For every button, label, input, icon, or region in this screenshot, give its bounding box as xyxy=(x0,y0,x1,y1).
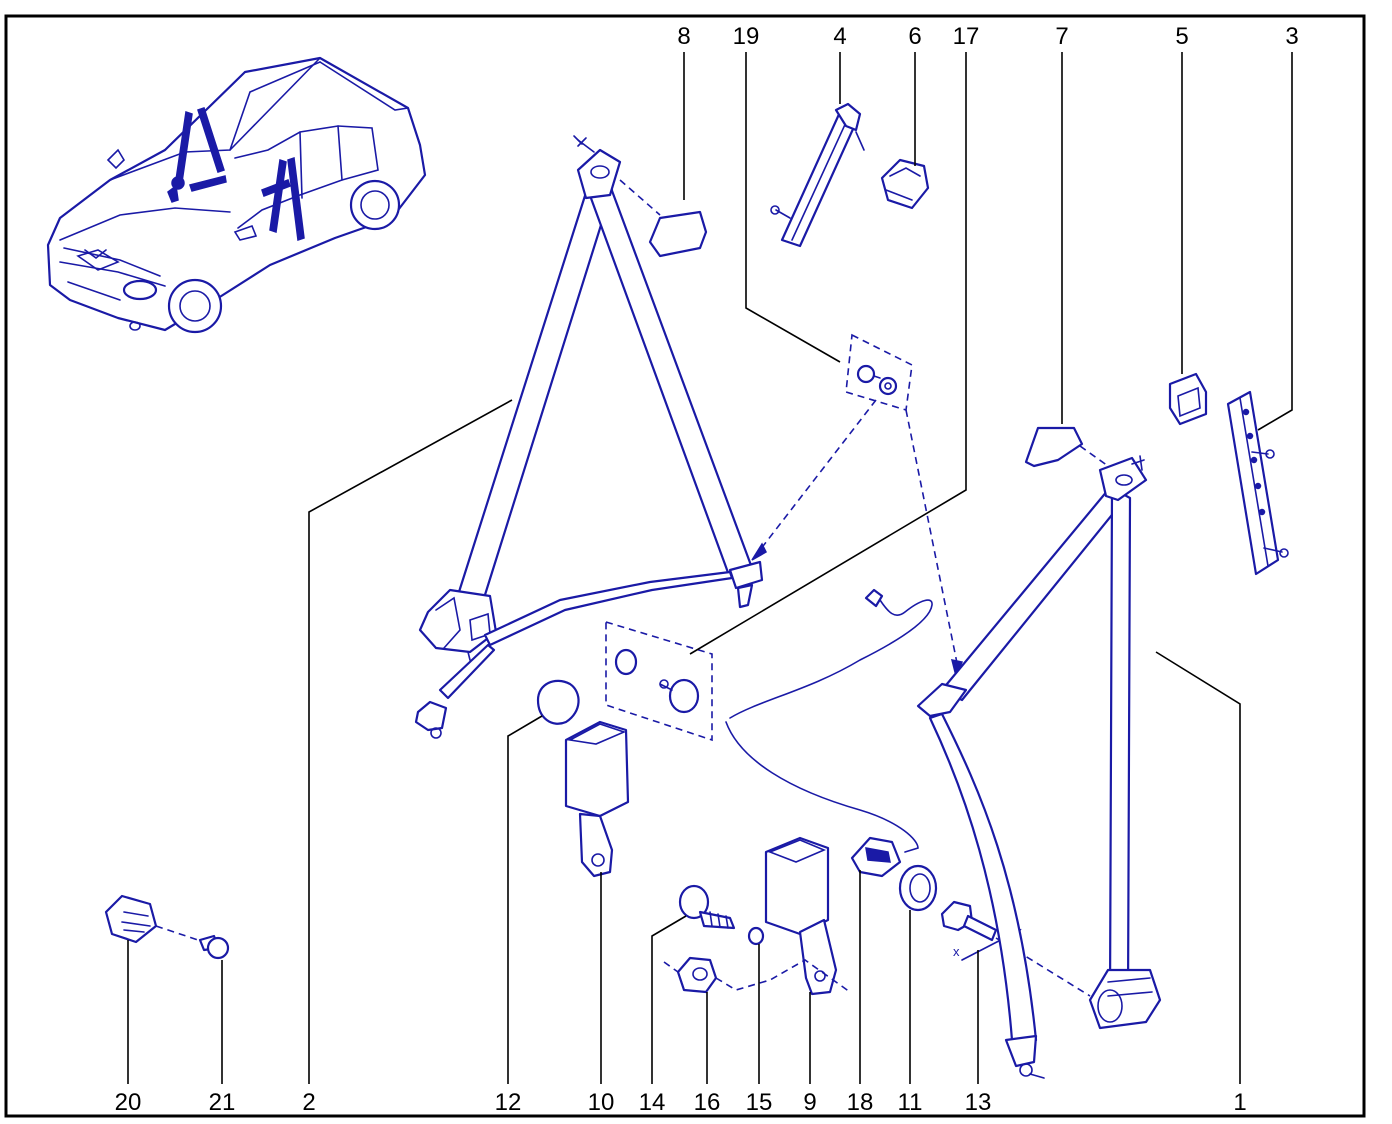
leader-dash-21 xyxy=(155,925,205,943)
spacer-nut xyxy=(676,956,718,994)
front-seatbelt-right xyxy=(916,455,1162,1079)
part-number-14: 14 xyxy=(639,1089,666,1116)
part-number-15: 15 xyxy=(746,1089,773,1116)
leader-dash-7 xyxy=(1079,445,1109,467)
part-number-12: 12 xyxy=(495,1089,522,1116)
trim-grommet xyxy=(898,864,938,912)
part-number-2: 2 xyxy=(302,1089,315,1116)
part-number-5: 5 xyxy=(1175,23,1188,50)
pretensioner-cable xyxy=(725,588,933,853)
adjuster-knob-cap xyxy=(880,158,930,210)
plug-retainer-clip xyxy=(198,934,230,960)
part-number-9: 9 xyxy=(803,1089,816,1116)
part-number-16: 16 xyxy=(694,1089,721,1116)
part-number-21: 21 xyxy=(209,1089,236,1116)
adjuster-cap-rear xyxy=(1168,372,1208,426)
height-adjuster-rail-rear xyxy=(1226,390,1289,576)
dimension-x-label: x xyxy=(953,944,960,959)
upper-anchor-cover-rear xyxy=(1024,426,1084,468)
part-number-13: 13 xyxy=(965,1089,992,1116)
part-number-20: 20 xyxy=(115,1089,142,1116)
seat-connector-plug xyxy=(104,894,158,944)
buckle-front-left xyxy=(564,720,630,878)
part-number-6: 6 xyxy=(908,23,921,50)
part-number-17: 17 xyxy=(953,23,980,50)
front-seatbelt-left xyxy=(414,135,764,739)
part-number-19: 19 xyxy=(733,23,760,50)
upper-anchor-cover-front xyxy=(648,210,708,258)
height-adjuster-front xyxy=(770,102,865,248)
part-number-11: 11 xyxy=(898,1089,923,1116)
anchor-bolt-kit-rear xyxy=(605,620,713,742)
top-part-numbers: 8 19 4 6 17 7 5 3 xyxy=(677,23,1298,50)
anchor-bolt xyxy=(678,884,736,930)
diagram-frame xyxy=(4,14,1366,1118)
part-number-4: 4 xyxy=(833,23,846,50)
washer xyxy=(747,926,765,946)
buckle-anchor-cap xyxy=(536,679,580,725)
part-number-3: 3 xyxy=(1285,23,1298,50)
bottom-part-numbers: 20 21 2 12 10 14 16 15 9 18 11 13 1 xyxy=(115,1089,1247,1116)
part-number-10: 10 xyxy=(588,1089,615,1116)
leader-dash-8 xyxy=(619,179,661,216)
leader-dash-16 xyxy=(663,959,851,993)
retractor-bolt xyxy=(940,900,998,942)
part-number-8: 8 xyxy=(677,23,690,50)
leader-lines xyxy=(127,52,1293,1084)
anchor-bolt-kit-front xyxy=(751,333,964,679)
buckle-front-right xyxy=(764,836,838,996)
part-number-7: 7 xyxy=(1055,23,1068,50)
part-number-1: 1 xyxy=(1233,1089,1246,1116)
part-number-18: 18 xyxy=(847,1089,874,1116)
car-illustration xyxy=(46,56,427,334)
